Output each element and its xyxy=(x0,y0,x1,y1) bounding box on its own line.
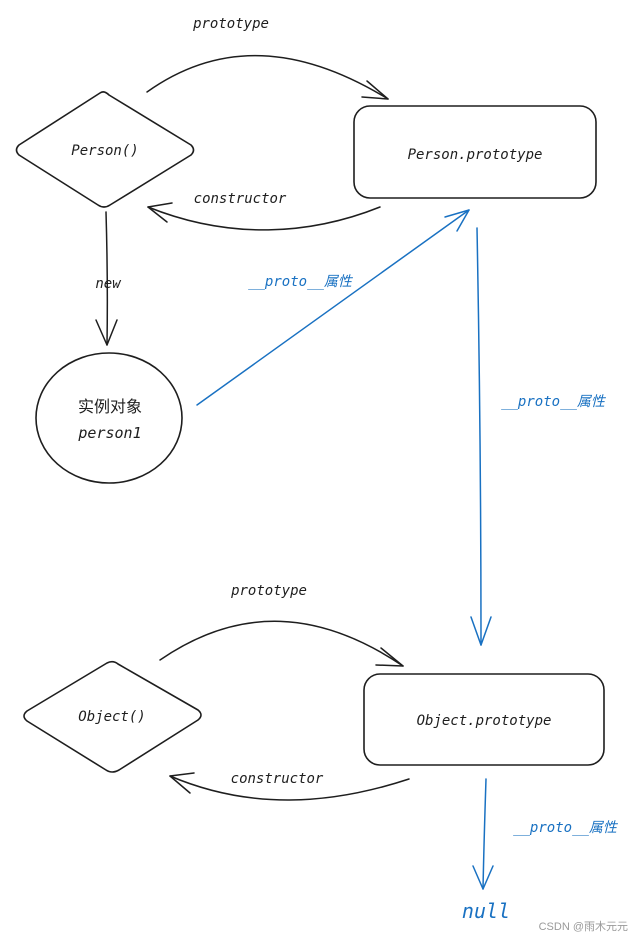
person-constructor-node: Person() xyxy=(15,91,195,208)
edge-proto-instance-label: __proto__属性 xyxy=(248,274,354,290)
edge-constructor-top-label: constructor xyxy=(194,191,287,207)
edge-prototype-bottom-arrowhead xyxy=(375,647,404,667)
edge-proto-object-prototype: __proto__属性 xyxy=(472,778,619,890)
edge-constructor-top-line xyxy=(147,206,381,231)
person-prototype-label: Person.prototype xyxy=(408,147,543,163)
null-label: null xyxy=(462,899,510,923)
edge-constructor-bottom-label: constructor xyxy=(231,771,324,787)
edge-prototype-bottom-label: prototype xyxy=(230,583,307,599)
person-prototype-node: Person.prototype xyxy=(353,105,597,199)
watermark: CSDN @雨木元元 xyxy=(539,920,628,933)
edge-proto-person-prototype-label: __proto__属性 xyxy=(501,394,607,410)
person-constructor-label: Person() xyxy=(71,143,138,159)
edge-prototype-top-line xyxy=(146,54,389,100)
object-prototype-box xyxy=(363,673,605,766)
edge-proto-object-prototype-arrowhead xyxy=(472,865,494,890)
instance-node: 实例对象 person1 xyxy=(35,352,183,484)
object-prototype-node: Object.prototype xyxy=(363,673,605,766)
person-prototype-box xyxy=(353,105,597,199)
edge-prototype-bottom: prototype xyxy=(159,583,404,667)
edge-constructor-top: constructor xyxy=(147,191,381,231)
edge-prototype-bottom-line xyxy=(159,620,404,667)
instance-circle xyxy=(35,352,183,484)
person-diamond-shape xyxy=(15,91,195,208)
edge-prototype-top-arrowhead xyxy=(361,80,389,100)
edge-proto-object-prototype-label: __proto__属性 xyxy=(513,820,619,836)
edge-constructor-bottom-line xyxy=(169,775,410,801)
edge-new-label: new xyxy=(95,276,121,292)
object-constructor-node: Object() xyxy=(23,660,202,773)
edge-proto-instance: __proto__属性 xyxy=(196,209,470,406)
edge-constructor-top-arrowhead xyxy=(147,202,173,223)
edge-proto-person-prototype-arrowhead xyxy=(470,616,492,646)
edge-proto-object-prototype-line xyxy=(482,778,487,890)
edge-proto-person-prototype-line xyxy=(476,227,482,646)
edge-proto-person-prototype: __proto__属性 xyxy=(470,227,607,646)
edge-proto-instance-line xyxy=(196,209,470,406)
object-prototype-label: Object.prototype xyxy=(417,713,552,729)
edge-constructor-bottom-arrowhead xyxy=(169,772,195,794)
edge-new: new xyxy=(95,211,121,346)
edge-prototype-top-label: prototype xyxy=(192,16,269,32)
instance-label-line2: person1 xyxy=(77,424,141,442)
object-diamond-shape xyxy=(23,660,202,773)
edge-prototype-top: prototype xyxy=(146,16,389,100)
edge-new-arrowhead xyxy=(95,319,118,346)
instance-label-line1: 实例对象 xyxy=(78,397,142,416)
object-constructor-label: Object() xyxy=(78,709,145,725)
edge-new-line xyxy=(105,211,109,346)
edge-proto-instance-arrowhead xyxy=(444,209,470,232)
edge-constructor-bottom: constructor xyxy=(169,771,410,801)
